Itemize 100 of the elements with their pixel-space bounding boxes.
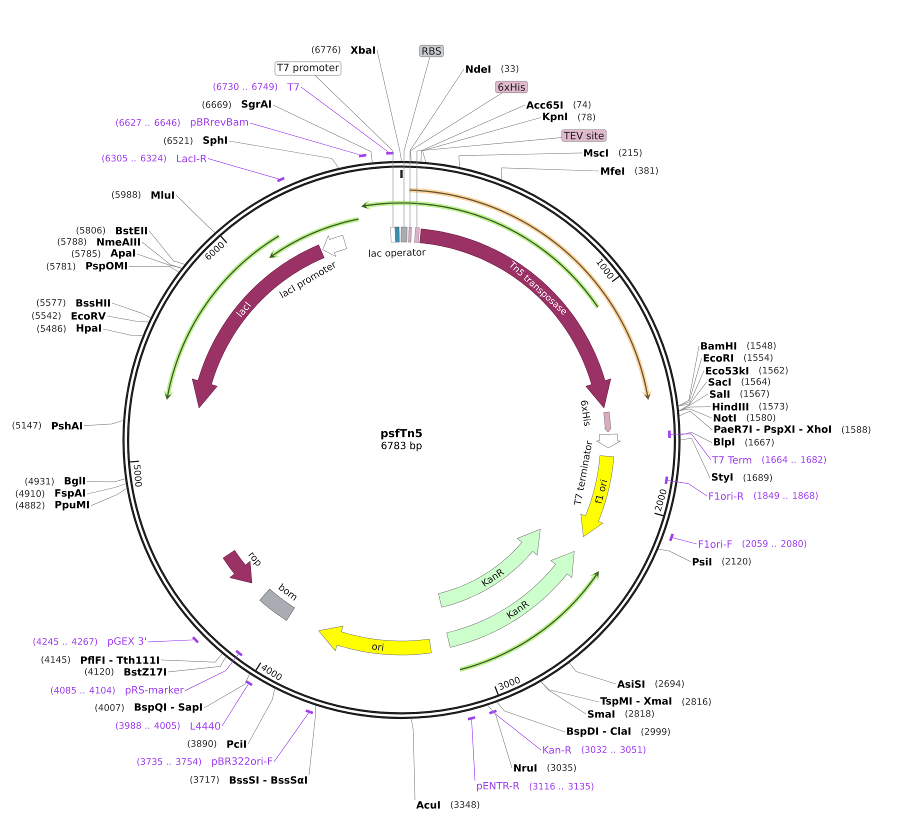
primer-name: pENTR-R: [477, 782, 520, 792]
enzyme-name: BstZ17I: [124, 668, 166, 676]
leader-line: [501, 168, 600, 180]
primer-position: (1664 .. 1682): [762, 456, 826, 464]
enzyme-name: EcoRV: [72, 312, 106, 320]
leader-line: [274, 712, 309, 762]
enzyme-name: PflFI - Tth111I: [81, 656, 159, 664]
leader-line: [160, 653, 222, 662]
cut-position: (4882): [16, 502, 44, 510]
feature-band: ori: [318, 626, 432, 656]
cut-position: (2818): [625, 710, 654, 718]
cut-position: (5788): [58, 238, 86, 246]
primer-name: pBRrevBam: [190, 118, 248, 128]
enzyme-name: MluI: [152, 191, 174, 199]
primer-mark: [358, 154, 366, 158]
feature-tag: RBS: [419, 44, 444, 58]
enzyme-name: NdeI: [466, 65, 490, 73]
leader-line: [148, 640, 194, 642]
primer-position: (4245 .. 4267): [33, 638, 98, 646]
enzyme-name: BspQI - SapI: [134, 703, 202, 713]
primer-name: pGEX 3': [108, 637, 146, 647]
enzyme-name: EcoRI: [704, 354, 734, 362]
leader-line: [658, 548, 691, 562]
leader-line: [404, 56, 430, 228]
primer-mark: [664, 476, 668, 484]
leader-line: [222, 684, 249, 726]
leader-line: [670, 434, 712, 460]
enzyme-name: SmaI: [588, 710, 614, 718]
leader-line: [678, 358, 702, 406]
leader-line: [184, 654, 239, 691]
primer-name: Kan-R: [543, 746, 572, 754]
enzyme-name: BssSI - BssSαI: [230, 776, 307, 784]
enzyme-name: AsiSI: [617, 680, 644, 688]
primer-position: (3988 .. 4005): [116, 722, 180, 730]
cut-position: (2694): [655, 680, 684, 688]
enzyme-name: KpnI: [543, 112, 568, 122]
enzyme-name: SacI: [708, 378, 731, 386]
enzyme-name: BstEII: [116, 226, 147, 234]
leader-line: [272, 104, 373, 163]
enzyme-name: TspMI - XmaI: [600, 697, 672, 707]
leader-line: [678, 394, 708, 412]
cut-position: (5988): [112, 190, 140, 199]
enzyme-name: FspAI: [55, 489, 85, 499]
cut-position: (6776): [312, 46, 340, 54]
enzyme-name: NotI: [714, 414, 736, 422]
cut-position: (4007): [95, 704, 124, 712]
feature-tag: TEV site: [561, 129, 607, 142]
leader-line: [678, 346, 700, 406]
cut-position: (3035): [548, 764, 576, 772]
enzyme-name: HindIII: [712, 402, 748, 411]
cut-position: (3348): [450, 800, 480, 809]
cut-position: (3890): [188, 740, 216, 748]
leader-line: [248, 688, 276, 744]
primer-position: (6305 .. 6324): [102, 154, 166, 163]
primer-mark: [468, 716, 476, 720]
leader-line: [679, 410, 713, 430]
leader-line: [494, 712, 542, 750]
primer-position: (3116 .. 3135): [530, 782, 594, 791]
cut-position: (1580): [746, 414, 776, 422]
cut-position: (5785): [72, 250, 100, 258]
leader-line: [112, 302, 151, 318]
enzyme-name: HpaI: [76, 324, 101, 334]
leader-line: [667, 480, 708, 496]
primer-mark: [668, 430, 671, 438]
leader-line: [90, 488, 127, 506]
primer-name: F1ori-F: [698, 540, 732, 548]
scale-label: 3000: [498, 676, 520, 690]
enzyme-name: BamHI: [701, 342, 736, 350]
leader-line: [228, 140, 340, 168]
primer-mark: [386, 152, 394, 155]
feature-block: [408, 226, 412, 242]
leader-line: [204, 674, 250, 708]
enzyme-name: PshAI: [52, 422, 82, 430]
enzyme-name: MscI: [584, 149, 608, 157]
leader-line: [208, 158, 280, 180]
leader-line: [300, 86, 389, 152]
cut-position: (2120): [722, 558, 751, 566]
scale-label: 4000: [262, 665, 282, 680]
cut-position: (1567): [740, 390, 769, 398]
primer-name: F1ori-R: [709, 492, 744, 500]
cut-position: (1554): [744, 354, 772, 362]
enzyme-name: MfeI: [601, 167, 624, 175]
enzyme-name: SalI: [710, 390, 730, 398]
enzyme-name: PpuMI: [55, 501, 89, 510]
primer-position: (2059 .. 2080): [742, 540, 806, 548]
primer-name: LacI-R: [177, 154, 207, 162]
enzyme-name: StyI: [712, 473, 732, 483]
primer-name: L4440: [190, 722, 220, 730]
leader-line: [102, 328, 144, 336]
cut-position: (1562): [759, 366, 788, 375]
primer-position: (3032 .. 3051): [582, 746, 646, 754]
primer-name: T7 Term: [712, 456, 752, 464]
leader-line: [496, 702, 566, 732]
enzyme-name: PspOMI: [86, 262, 127, 272]
primer-mark: [489, 710, 497, 714]
leader-line: [106, 316, 149, 322]
feature-block: [400, 226, 408, 242]
leader-line: [314, 75, 394, 228]
enzyme-name: BspDI - ClaI: [567, 727, 630, 737]
enzyme-name: BssHII: [76, 299, 110, 307]
